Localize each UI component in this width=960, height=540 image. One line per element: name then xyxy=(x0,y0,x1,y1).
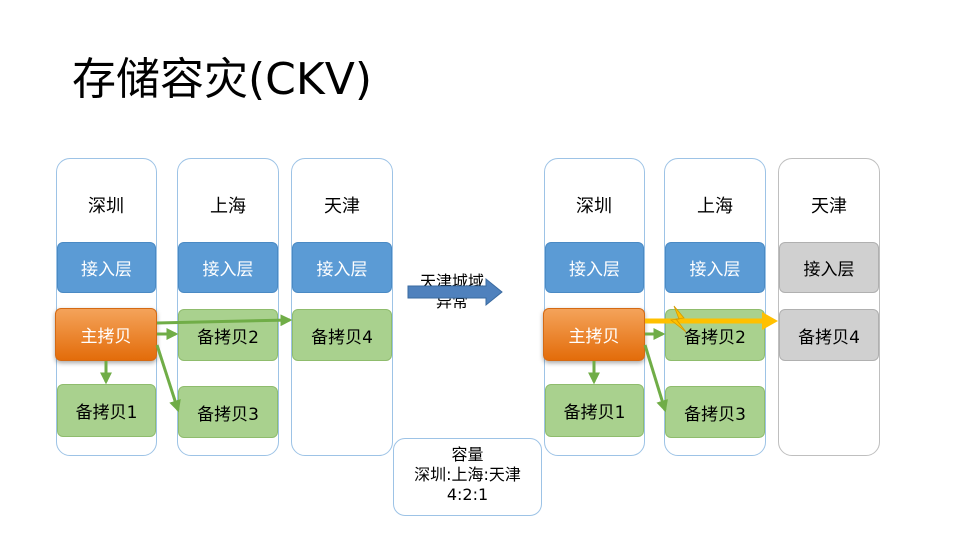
backup-copy-3-after: 备拷贝3 xyxy=(665,386,765,438)
city-label-tianjin: 天津 xyxy=(324,196,360,217)
event-arrow xyxy=(407,277,503,307)
access-layer-shanghai-after: 接入层 xyxy=(665,242,765,293)
backup-copy-4: 备拷贝4 xyxy=(292,309,392,361)
replication-arrow-to-backup-3 xyxy=(155,344,181,413)
access-layer-shenzhen: 接入层 xyxy=(57,242,156,293)
backup-copy-2: 备拷贝2 xyxy=(178,309,278,361)
backup-copy-4-after: 备拷贝4 xyxy=(779,309,879,361)
failed-link-arrowhead xyxy=(762,312,778,330)
replication-arrow-to-backup-3-after xyxy=(643,344,668,413)
capacity-note: 容量 深圳:上海:天津 4:2:1 xyxy=(393,438,542,516)
access-layer-tianjin-after: 接入层 xyxy=(779,242,879,293)
backup-copy-3: 备拷贝3 xyxy=(178,386,278,438)
backup-copy-1-after: 备拷贝1 xyxy=(545,384,644,437)
city-label-shanghai-after: 上海 xyxy=(697,196,733,217)
primary-copy-shenzhen: 主拷贝 xyxy=(55,308,157,361)
city-label-shenzhen-after: 深圳 xyxy=(576,196,612,217)
column-tianjin xyxy=(291,158,393,456)
access-layer-shenzhen-after: 接入层 xyxy=(545,242,644,293)
column-tianjin-after xyxy=(778,158,880,456)
access-layer-tianjin: 接入层 xyxy=(292,242,392,293)
access-layer-shanghai: 接入层 xyxy=(178,242,278,293)
primary-copy-shenzhen-after: 主拷贝 xyxy=(543,308,645,361)
capacity-cities: 深圳:上海:天津 xyxy=(414,465,521,484)
backup-copy-1: 备拷贝1 xyxy=(57,384,156,437)
capacity-ratio: 4:2:1 xyxy=(446,485,489,504)
capacity-title: 容量 xyxy=(451,445,484,464)
page-title: 存储容灾(CKV) xyxy=(72,54,373,105)
city-label-shanghai: 上海 xyxy=(210,196,246,217)
lightning-break-icon xyxy=(670,305,687,333)
city-label-shenzhen: 深圳 xyxy=(88,196,124,217)
replication-arrow-to-backup-4 xyxy=(156,314,293,327)
city-label-tianjin-after: 天津 xyxy=(811,196,847,217)
